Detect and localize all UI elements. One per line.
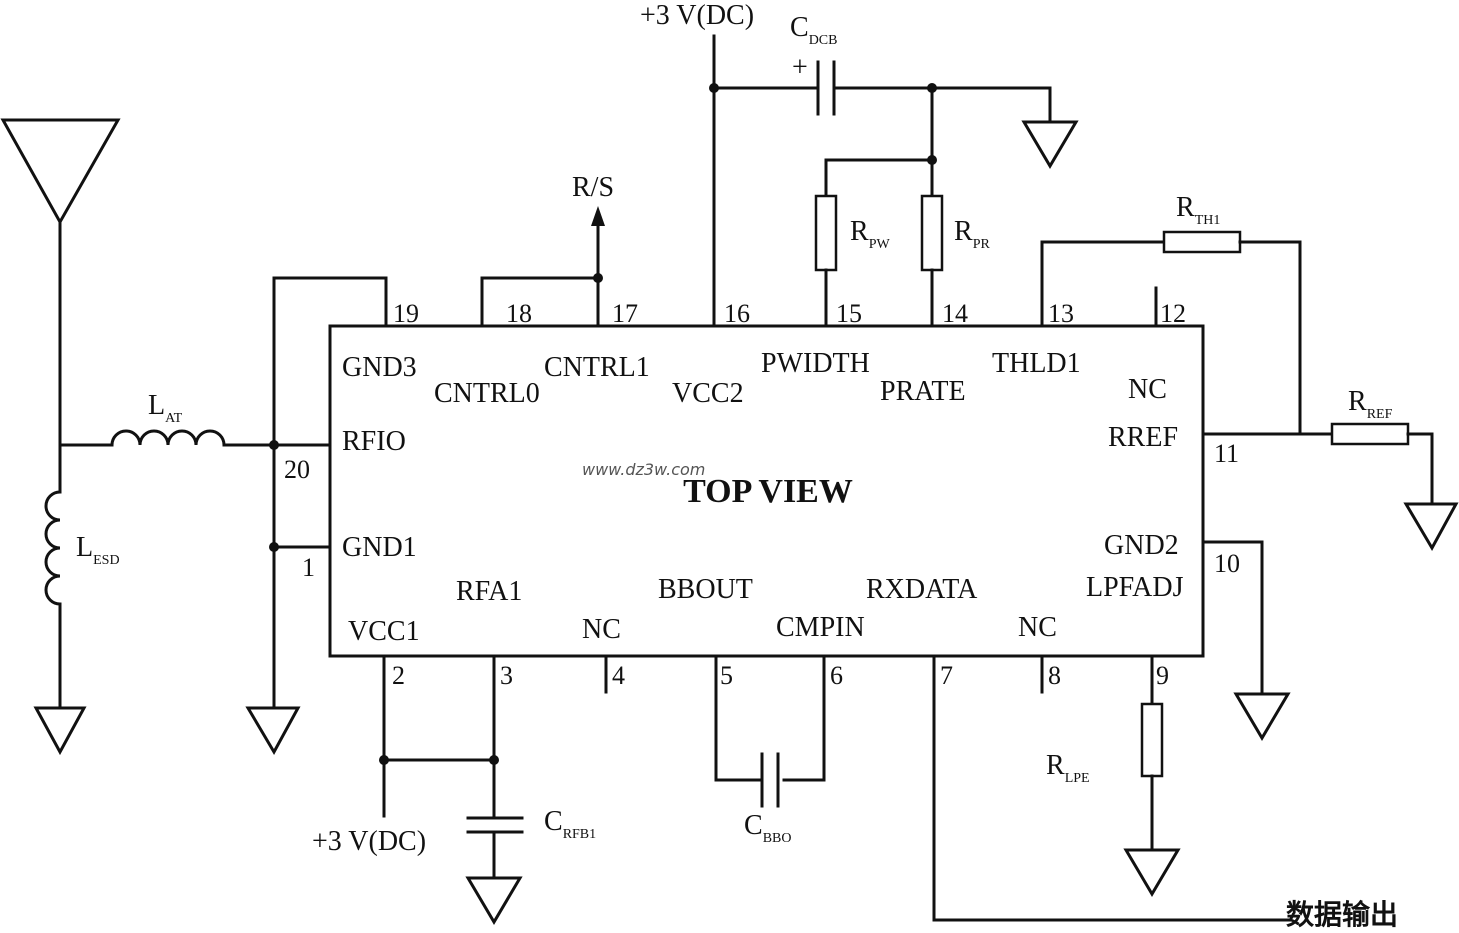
pin12-name: NC: [1128, 374, 1167, 405]
ground-symbol-gnd2: [1233, 692, 1291, 741]
rref-label: RREF: [1348, 386, 1393, 422]
pin1-number: 1: [302, 553, 315, 582]
pin2-name: VCC1: [348, 616, 420, 647]
pin7-number: 7: [940, 661, 953, 690]
supply-top-label: +3 V(DC): [640, 0, 754, 31]
lat-label: LAT: [148, 390, 183, 426]
cdcb-polarity: +: [792, 52, 808, 83]
pin2-number: 2: [392, 661, 405, 690]
cbbo-label: CBBO: [744, 810, 791, 846]
pin13-number: 13: [1048, 299, 1074, 328]
rpr-label: RPR: [954, 216, 990, 252]
pin15-number: 15: [836, 299, 862, 328]
inductor-lat: [110, 429, 226, 447]
capacitor-crfb1: [466, 816, 524, 834]
pin15-name: PWIDTH: [761, 348, 870, 379]
supply-bottom-label: +3 V(DC): [312, 826, 426, 857]
pin19-number: 19: [393, 299, 419, 328]
ic-body: [328, 324, 1205, 658]
pin20-name: RFIO: [342, 426, 406, 457]
pin11-number: 11: [1214, 439, 1239, 468]
pin6-name: CMPIN: [776, 612, 865, 643]
pin20-number: 20: [284, 455, 310, 484]
pin4-name: NC: [582, 614, 621, 645]
lesd-label: LESD: [76, 532, 120, 568]
pin9-name: LPFADJ: [1086, 572, 1184, 603]
cdcb-label: CDCB: [790, 12, 837, 48]
pin4-number: 4: [612, 661, 625, 690]
rth1-label: RTH1: [1176, 192, 1220, 228]
pin10-name: GND2: [1104, 530, 1179, 561]
top-view-title: TOP VIEW: [683, 473, 853, 510]
resistor-rth1: [1162, 230, 1242, 254]
pin19-name: GND3: [342, 352, 417, 383]
pin6-number: 6: [830, 661, 843, 690]
pin7-name: RXDATA: [866, 574, 978, 605]
ground-symbol-top: [1021, 120, 1079, 169]
pin16-number: 16: [724, 299, 750, 328]
rs-label: R/S: [572, 172, 614, 203]
pin8-number: 8: [1048, 661, 1061, 690]
pin17-name: CNTRL1: [544, 352, 650, 383]
pin3-name: RFA1: [456, 576, 522, 607]
pin8-name: NC: [1018, 612, 1057, 643]
resistor-rpw: [814, 194, 838, 272]
pin14-number: 14: [942, 299, 968, 328]
ground-symbol-crfb1: [465, 876, 523, 925]
antenna-symbol: [0, 118, 121, 447]
capacitor-cdcb: [816, 60, 836, 116]
ground-symbol-rlpe: [1123, 848, 1181, 897]
pin12-number: 12: [1160, 299, 1186, 328]
pin18-number: 18: [506, 299, 532, 328]
pin5-number: 5: [720, 661, 733, 690]
pin16-name: VCC2: [672, 378, 744, 409]
watermark: www.dz3w.com: [582, 460, 705, 479]
rpw-label: RPW: [850, 216, 890, 252]
pin3-number: 3: [500, 661, 513, 690]
pin18-name: CNTRL0: [434, 378, 540, 409]
rs-arrow-icon: [591, 206, 605, 226]
pin13-name: THLD1: [992, 348, 1081, 379]
resistor-rref: [1330, 422, 1410, 446]
data-output-label: 数据输出: [1286, 898, 1398, 931]
pin1-name: GND1: [342, 532, 417, 563]
ground-symbol-antenna: [33, 706, 87, 756]
rlpe-label: RLPE: [1046, 750, 1090, 786]
ground-symbol-gnd1: [245, 706, 301, 756]
capacitor-cbbo: [760, 752, 780, 808]
pin5-name: BBOUT: [658, 574, 753, 605]
pin9-number: 9: [1156, 661, 1169, 690]
inductor-lesd: [44, 490, 62, 606]
pin10-number: 10: [1214, 549, 1240, 578]
crfb1-label: CRFB1: [544, 806, 596, 842]
ground-symbol-rref: [1403, 502, 1459, 552]
resistor-rpr: [920, 194, 944, 272]
resistor-rlpe: [1140, 702, 1164, 778]
pin14-name: PRATE: [880, 376, 966, 407]
pin17-number: 17: [612, 299, 638, 328]
pin11-name: RREF: [1108, 422, 1178, 453]
